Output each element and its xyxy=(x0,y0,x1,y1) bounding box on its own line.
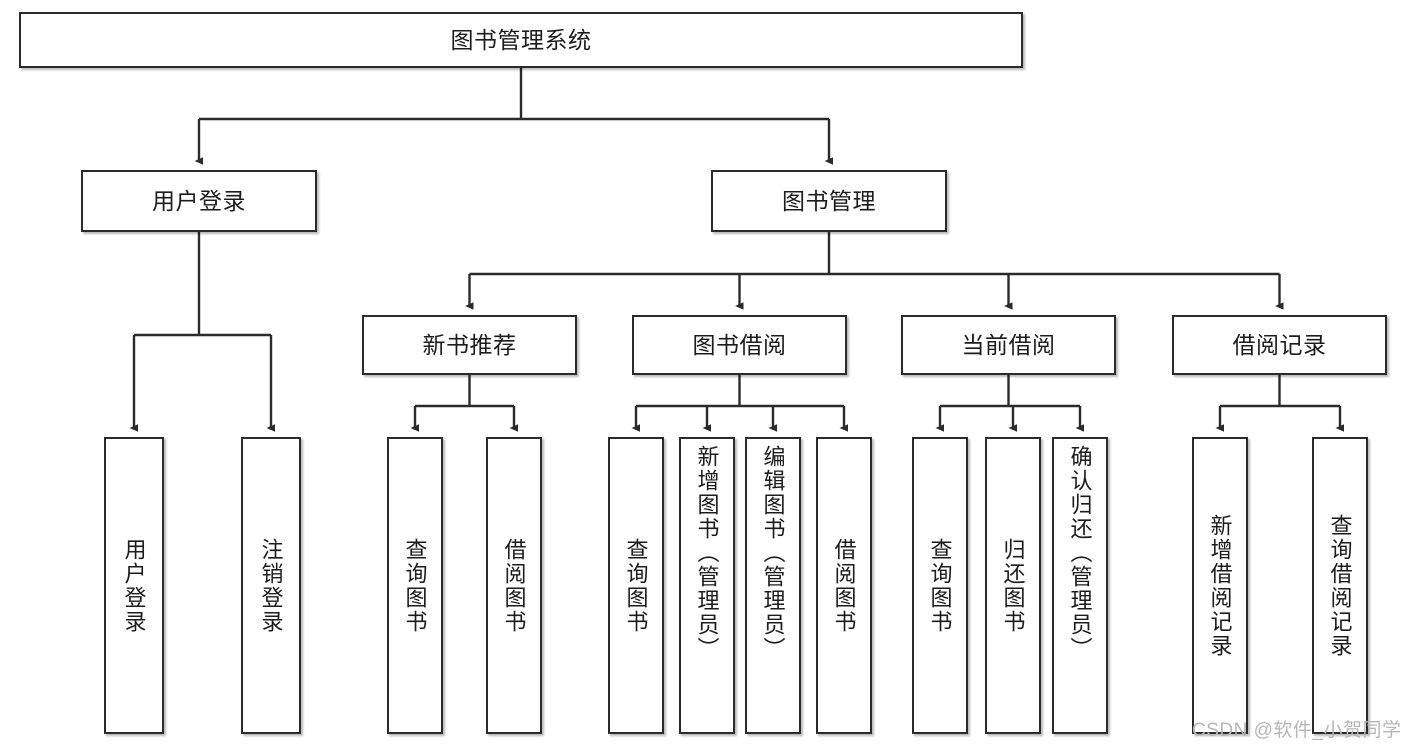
node-user-login[interactable]: 用户登录 xyxy=(81,170,317,232)
node-label: 借阅记录 xyxy=(1232,331,1327,358)
node-book-management[interactable]: 图书管理 xyxy=(711,170,947,232)
leaf-query-book-current[interactable]: 查询图书 xyxy=(912,437,968,734)
leaf-edit-book-admin[interactable]: 编辑图书（管理员） xyxy=(745,437,801,734)
node-label: 借阅图书 xyxy=(501,537,527,634)
node-label: 新书推荐 xyxy=(422,331,517,358)
leaf-query-borrow-record[interactable]: 查询借阅记录 xyxy=(1312,437,1368,734)
node-label: 图书管理 xyxy=(782,187,876,214)
leaf-query-book-recommend[interactable]: 查询图书 xyxy=(387,437,443,734)
node-label: 用户登录 xyxy=(121,537,147,634)
node-label: 用户登录 xyxy=(152,187,246,214)
node-label: 查询图书 xyxy=(402,537,428,634)
leaf-user-login[interactable]: 用户登录 xyxy=(104,437,164,734)
node-label: 新增借阅记录 xyxy=(1207,513,1233,658)
leaf-logout[interactable]: 注销登录 xyxy=(241,437,301,734)
node-label: 编辑图书（管理员） xyxy=(760,445,786,661)
node-label: 查询图书 xyxy=(623,537,649,634)
leaf-return-book[interactable]: 归还图书 xyxy=(985,437,1041,734)
watermark: CSDN @软件_小贺同学 xyxy=(1192,720,1402,741)
node-new-book-recommend[interactable]: 新书推荐 xyxy=(362,315,577,375)
leaf-query-book-borrow[interactable]: 查询图书 xyxy=(608,437,664,734)
node-current-borrow[interactable]: 当前借阅 xyxy=(901,315,1116,375)
node-label: 归还图书 xyxy=(1000,537,1026,634)
node-label: 图书管理系统 xyxy=(450,26,592,53)
leaf-confirm-return-admin[interactable]: 确认归还（管理员） xyxy=(1052,437,1108,734)
node-label: 查询借阅记录 xyxy=(1327,513,1353,658)
node-borrow-record[interactable]: 借阅记录 xyxy=(1172,315,1387,375)
node-book-borrow[interactable]: 图书借阅 xyxy=(632,315,847,375)
leaf-add-borrow-record[interactable]: 新增借阅记录 xyxy=(1192,437,1248,734)
leaf-borrow-book-recommend[interactable]: 借阅图书 xyxy=(486,437,542,734)
node-label: 借阅图书 xyxy=(831,537,857,634)
node-root-system[interactable]: 图书管理系统 xyxy=(19,12,1023,68)
node-label: 新增图书（管理员） xyxy=(694,445,720,661)
leaf-borrow-book[interactable]: 借阅图书 xyxy=(816,437,872,734)
node-label: 图书借阅 xyxy=(692,331,787,358)
leaf-add-book-admin[interactable]: 新增图书（管理员） xyxy=(679,437,735,734)
node-label: 当前借阅 xyxy=(961,331,1056,358)
node-label: 查询图书 xyxy=(927,537,953,634)
node-label: 确认归还（管理员） xyxy=(1067,445,1093,661)
node-label: 注销登录 xyxy=(258,537,284,634)
